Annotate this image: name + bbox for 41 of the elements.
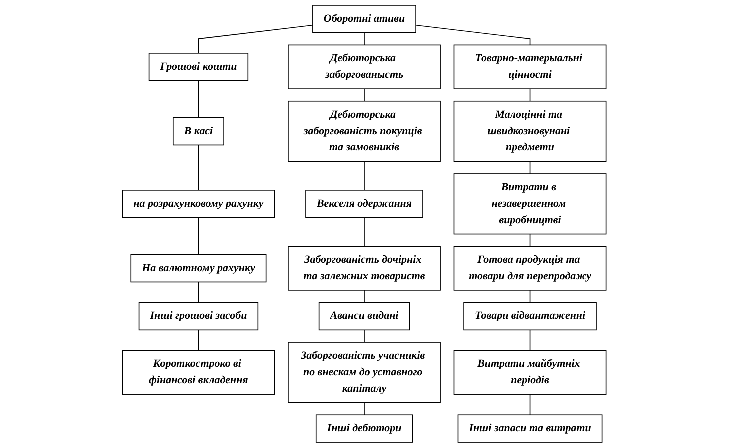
connector: [364, 402, 365, 416]
node-box: Дебюторська заборгованість покупців та замовників: [288, 100, 441, 162]
connector: [530, 161, 531, 174]
node-box: Оборотні ативи: [312, 5, 416, 34]
node-box: Заборгованість дочірніх та залежних товариств: [288, 246, 441, 291]
connector: [530, 290, 531, 304]
connector: [198, 24, 314, 54]
node-box: Дебюторська заборгованысть: [288, 44, 441, 90]
connector: [198, 282, 200, 304]
connector: [198, 80, 200, 118]
node-box: Витрати в незавершенном виробництві: [454, 174, 607, 235]
node-box: Товарно-матерыальні цінності: [454, 44, 607, 90]
connector: [530, 234, 531, 248]
connector: [364, 88, 365, 102]
node-box: В касі: [173, 117, 224, 146]
node-box: Витрати майбутніх періодів: [454, 350, 607, 395]
node-box: Грошові кошти: [148, 53, 249, 82]
connector: [364, 290, 365, 304]
connector: [198, 330, 200, 352]
node-box: на розрахунковому рахунку: [122, 190, 276, 218]
node-box: Інші дебютори: [316, 414, 414, 443]
connector: [198, 144, 200, 191]
node-box: Інші запаси та витрати: [458, 414, 603, 443]
connector: [364, 32, 365, 46]
node-box: Заборгованість учасників по внескам до уставного капіталу: [288, 342, 441, 404]
connector: [530, 88, 531, 102]
connector: [530, 330, 531, 352]
node-box: Малоцінні та швидкозновунані предмети: [454, 100, 607, 162]
connector: [364, 161, 365, 191]
node-box: Товари відвантаженні: [464, 302, 597, 331]
node-box: Інші грошові засоби: [138, 302, 259, 331]
node-box: Векселя одержання: [306, 190, 424, 218]
node-box: Готова продукція та товари для перепродажу: [454, 246, 607, 291]
connector: [198, 217, 200, 256]
node-box: Аванси видані: [318, 302, 410, 331]
node-box: Короткостроко ві фінансові вкладення: [122, 350, 276, 395]
connector: [416, 24, 531, 46]
connector: [364, 217, 365, 248]
connector: [364, 330, 365, 343]
connector: [530, 394, 531, 416]
node-box: На валютному рахунку: [130, 254, 267, 283]
